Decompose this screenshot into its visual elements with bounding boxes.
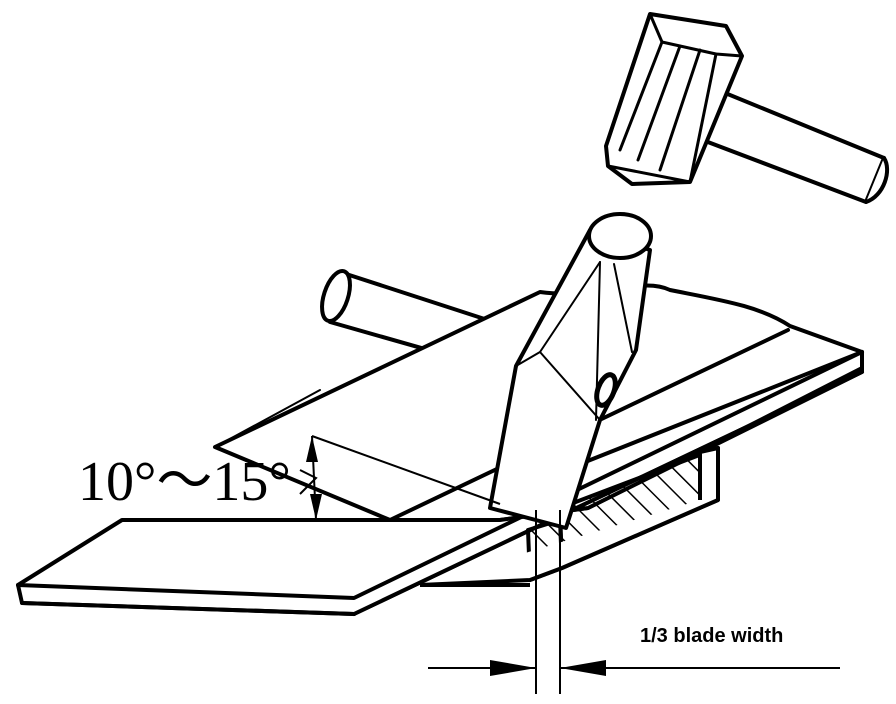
chisel-facet-4 bbox=[515, 261, 601, 367]
angle-reference-line bbox=[311, 435, 501, 505]
chisel bbox=[488, 212, 653, 530]
workpiece-rear-edge bbox=[214, 389, 321, 448]
sledge-hammer-handle-end bbox=[864, 156, 890, 204]
chisel-head bbox=[587, 212, 653, 260]
sledge-hammer-bottom bbox=[606, 164, 692, 184]
sledge-hammer-band-3 bbox=[658, 48, 702, 172]
chisel-facet-3 bbox=[539, 351, 601, 421]
sledge-hammer-head bbox=[604, 12, 744, 186]
dimension-label: 1/3 blade width bbox=[640, 625, 783, 647]
sledge-hammer-band-1 bbox=[618, 40, 664, 152]
anvil-body bbox=[419, 446, 720, 587]
dimension-arrow-left bbox=[490, 660, 536, 676]
blade-width-dimension bbox=[428, 510, 840, 694]
sledge-hammer-face bbox=[648, 12, 744, 58]
sledge-hammer-band-2 bbox=[636, 44, 682, 162]
dimension-arrow-right bbox=[560, 660, 606, 676]
cutting-hammer-handle-end bbox=[320, 268, 352, 324]
sledge-hammer bbox=[604, 12, 890, 204]
angle-tick bbox=[299, 469, 318, 495]
chisel-facet-2 bbox=[613, 263, 633, 353]
workpiece-fold-line bbox=[563, 350, 864, 472]
angle-label: 10°～15° bbox=[78, 451, 291, 513]
angle-arrow-down bbox=[310, 494, 322, 520]
sledge-hammer-band-4 bbox=[688, 52, 718, 184]
workpiece-front-bottom bbox=[20, 601, 356, 616]
chisel-hole bbox=[594, 372, 618, 408]
chisel-body bbox=[488, 228, 652, 530]
angle-annotation bbox=[122, 435, 501, 522]
workpiece-front-edge bbox=[16, 350, 864, 600]
angle-arrow-up bbox=[306, 436, 318, 462]
